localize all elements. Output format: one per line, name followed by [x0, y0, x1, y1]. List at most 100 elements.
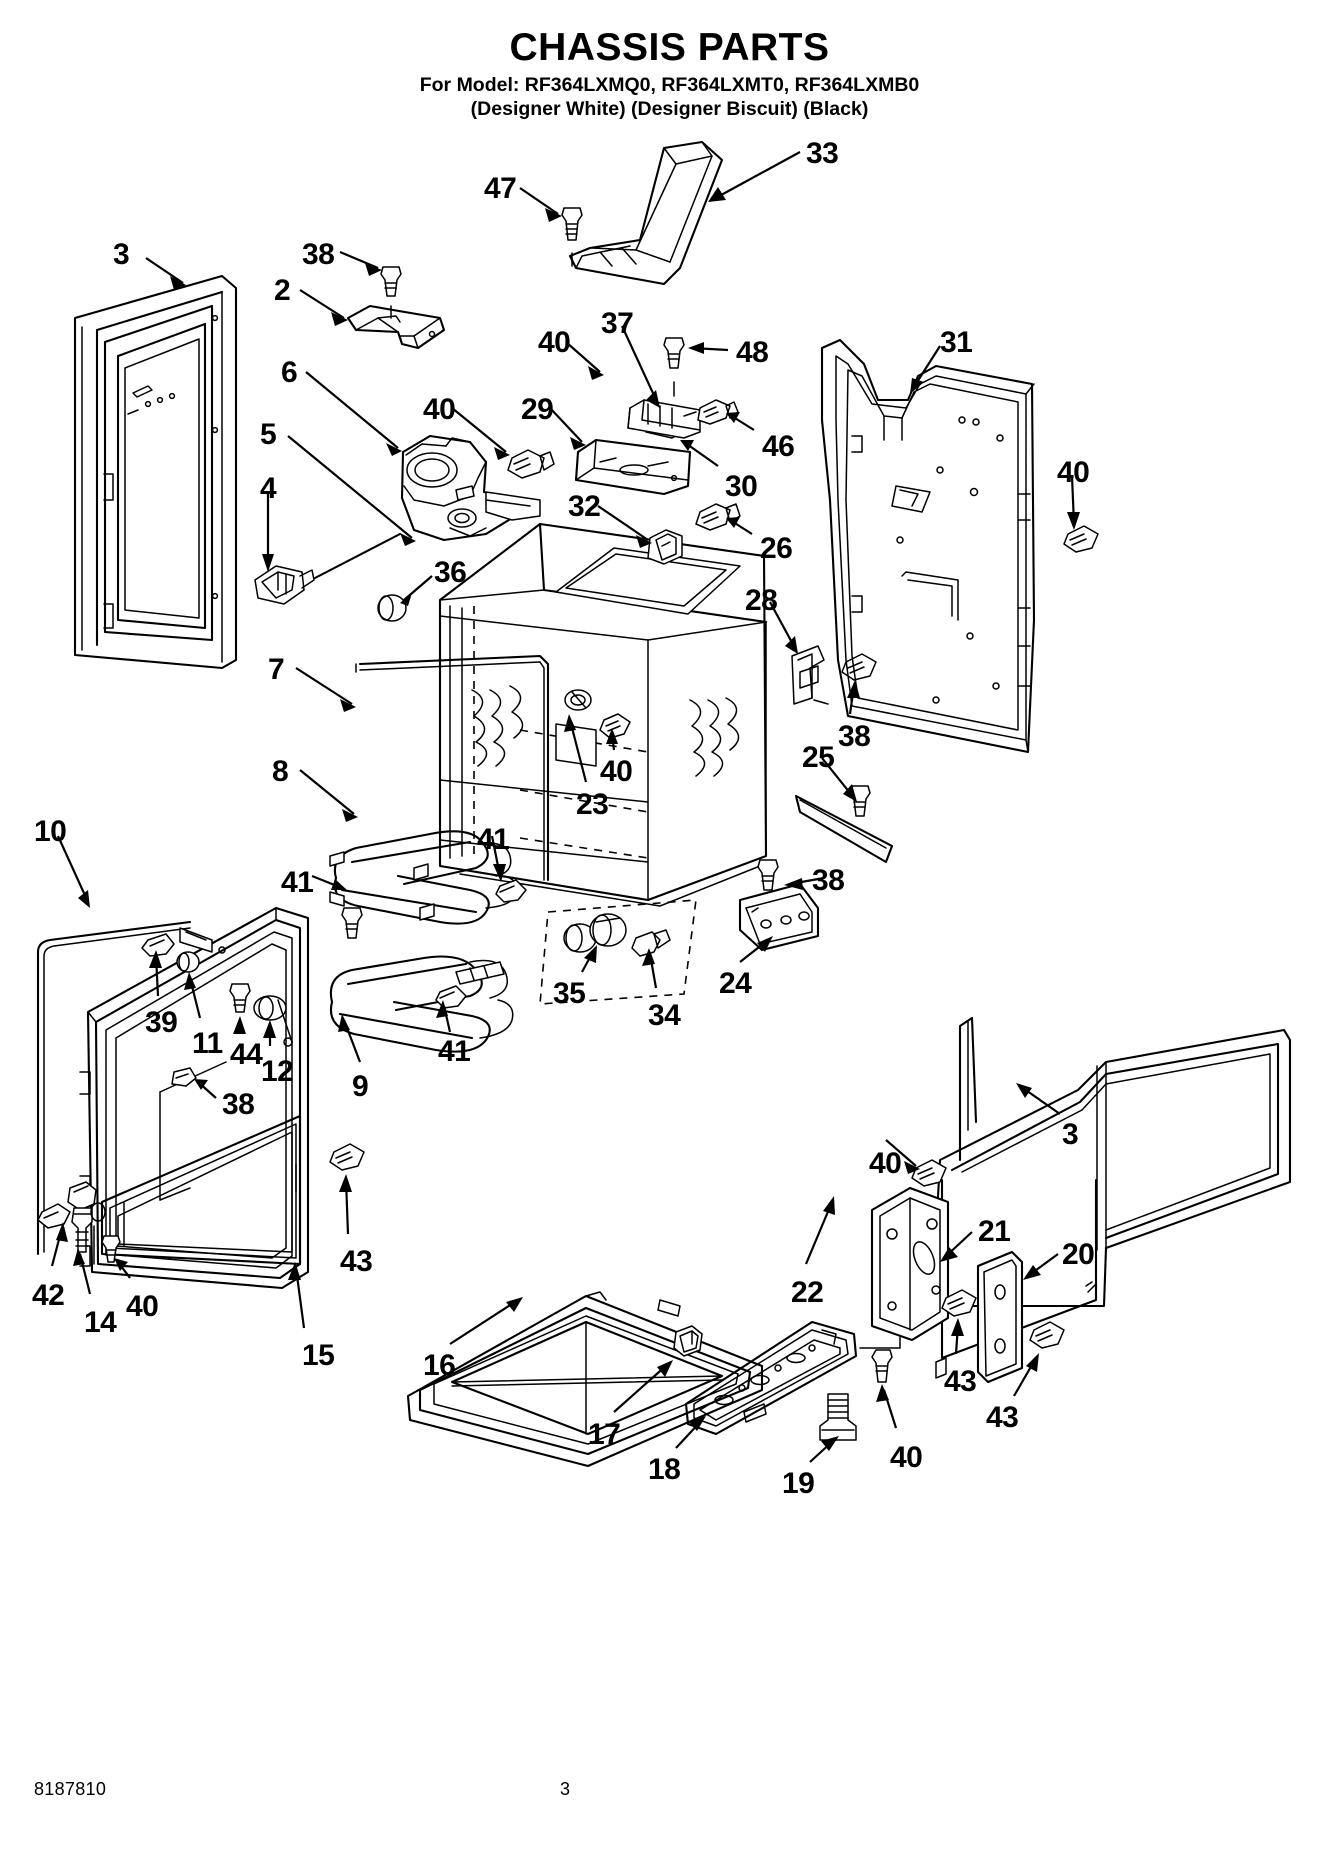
callout-number-4: 4	[260, 472, 277, 505]
callout-number-37: 37	[601, 307, 634, 340]
callout-number-40: 40	[890, 1441, 923, 1474]
callout-number-19: 19	[782, 1467, 815, 1500]
part-17-clip	[673, 1325, 703, 1357]
part-40-screw-cavity	[599, 713, 631, 739]
callout-number-3: 3	[1062, 1118, 1079, 1151]
callout-number-8: 8	[272, 755, 289, 788]
part-40-screw-bottom	[859, 1333, 901, 1383]
part-20-cover-plate	[976, 1250, 1024, 1384]
callout-number-23: 23	[576, 788, 609, 821]
callout-number-38: 38	[838, 720, 871, 753]
page-title: CHASSIS PARTS	[509, 26, 830, 69]
part-23-oven-cavity	[438, 522, 768, 907]
callout-number-44: 44	[230, 1038, 263, 1071]
part-38-screws-right	[757, 653, 877, 891]
part-29-30-bracket-rail	[574, 399, 701, 496]
callout-number-35: 35	[553, 977, 586, 1010]
callout-number-7: 7	[268, 653, 285, 686]
part-10-door-seal-wire	[36, 920, 192, 1256]
part-7-trim-wire	[355, 654, 550, 882]
callout-number-43: 43	[340, 1245, 373, 1278]
callout-number-40: 40	[423, 393, 456, 426]
callout-number-39: 39	[145, 1006, 178, 1039]
callout-number-41: 41	[281, 866, 314, 899]
part-25-triangular-brace	[794, 794, 894, 864]
callout-number-11: 11	[192, 1027, 223, 1060]
callout-number-40: 40	[538, 326, 571, 359]
callout-number-40: 40	[869, 1147, 902, 1180]
callout-number-26: 26	[760, 532, 793, 565]
part-38-screw-top	[380, 266, 402, 319]
callout-number-36: 36	[434, 556, 467, 589]
callout-number-46: 46	[762, 430, 795, 463]
part-16-bottom-drawer-panel	[406, 1291, 767, 1468]
callout-number-21: 21	[978, 1215, 1011, 1248]
part-40-screw-right-panel	[1063, 525, 1099, 553]
diagram-header: CHASSIS PARTS For Model: RF364LXMQ0, RF3…	[0, 28, 1339, 119]
part-4-5-clips	[254, 532, 402, 605]
part-43-screws-right	[941, 1289, 1065, 1349]
callout-number-20: 20	[1062, 1238, 1095, 1271]
callout-number-48: 48	[736, 336, 769, 369]
part-48-screw	[663, 337, 685, 397]
footer-page-number: 3	[559, 1779, 570, 1799]
callout-number-34: 34	[648, 999, 681, 1032]
part-3-left-door-panel	[73, 274, 238, 670]
callout-number-32: 32	[568, 490, 601, 523]
callout-number-40: 40	[600, 755, 633, 788]
part-32-bracket	[647, 529, 683, 565]
callout-number-43: 43	[944, 1365, 977, 1398]
callout-number-10: 10	[34, 815, 67, 848]
callout-number-12: 12	[261, 1055, 294, 1088]
part-24-mount-plate	[738, 882, 820, 952]
part-33-handle-brace	[568, 140, 724, 286]
callout-number-5: 5	[260, 418, 277, 451]
callout-number-9: 9	[352, 1070, 369, 1103]
callout-number-41: 41	[477, 823, 510, 856]
callout-number-38: 38	[812, 864, 845, 897]
callout-number-28: 28	[745, 584, 778, 617]
part-2-latch-bracket	[346, 304, 446, 350]
part-41-screws-upper	[341, 879, 527, 939]
footer-part-number: 8187810	[34, 1779, 107, 1799]
callout-number-22: 22	[791, 1276, 824, 1309]
door-hardware-group	[141, 933, 293, 1087]
callout-number-31: 31	[940, 326, 973, 359]
callout-number-25: 25	[802, 741, 835, 774]
part-41-screw-lower	[435, 985, 467, 1009]
part-14-leg-leveler	[37, 1181, 121, 1263]
part-21-hinge-bracket	[870, 1186, 950, 1342]
callout-number-15: 15	[302, 1339, 335, 1372]
callout-number-40: 40	[126, 1290, 159, 1323]
part-28-mount-bracket	[791, 645, 829, 705]
part-34-35-sensor-bulb	[539, 899, 697, 1005]
color-line: (Designer White) (Designer Biscuit) (Bla…	[470, 97, 869, 120]
callout-number-18: 18	[648, 1453, 681, 1486]
part-43-screw-left	[329, 1143, 365, 1171]
callout-number-41: 41	[438, 1035, 471, 1068]
callout-number-17: 17	[588, 1418, 621, 1451]
part-47-screw	[561, 207, 583, 267]
callout-number-3: 3	[113, 238, 130, 271]
callout-number-30: 30	[725, 470, 758, 503]
callout-number-14: 14	[84, 1306, 117, 1339]
callout-number-6: 6	[281, 356, 298, 389]
part-36-cap	[377, 594, 407, 622]
leader-lines	[50, 151, 1080, 1463]
model-line: For Model: RF364LXMQ0, RF364LXMT0, RF364…	[419, 74, 920, 96]
part-26-screw	[695, 503, 741, 531]
part-40-screw-side-panel	[911, 1159, 947, 1187]
callout-number-42: 42	[32, 1279, 65, 1312]
callout-number-38: 38	[302, 238, 335, 271]
callout-number-29: 29	[521, 393, 554, 426]
part-9-heating-element-lower	[329, 955, 514, 1053]
callout-number-47: 47	[484, 172, 517, 205]
part-6-motor-assembly	[400, 434, 541, 542]
part-15-inner-door-panel	[79, 906, 310, 1290]
part-40-screw-motor	[507, 449, 555, 479]
callout-number-16: 16	[423, 1349, 456, 1382]
callout-number-43: 43	[986, 1401, 1019, 1434]
callout-number-24: 24	[719, 967, 752, 1000]
